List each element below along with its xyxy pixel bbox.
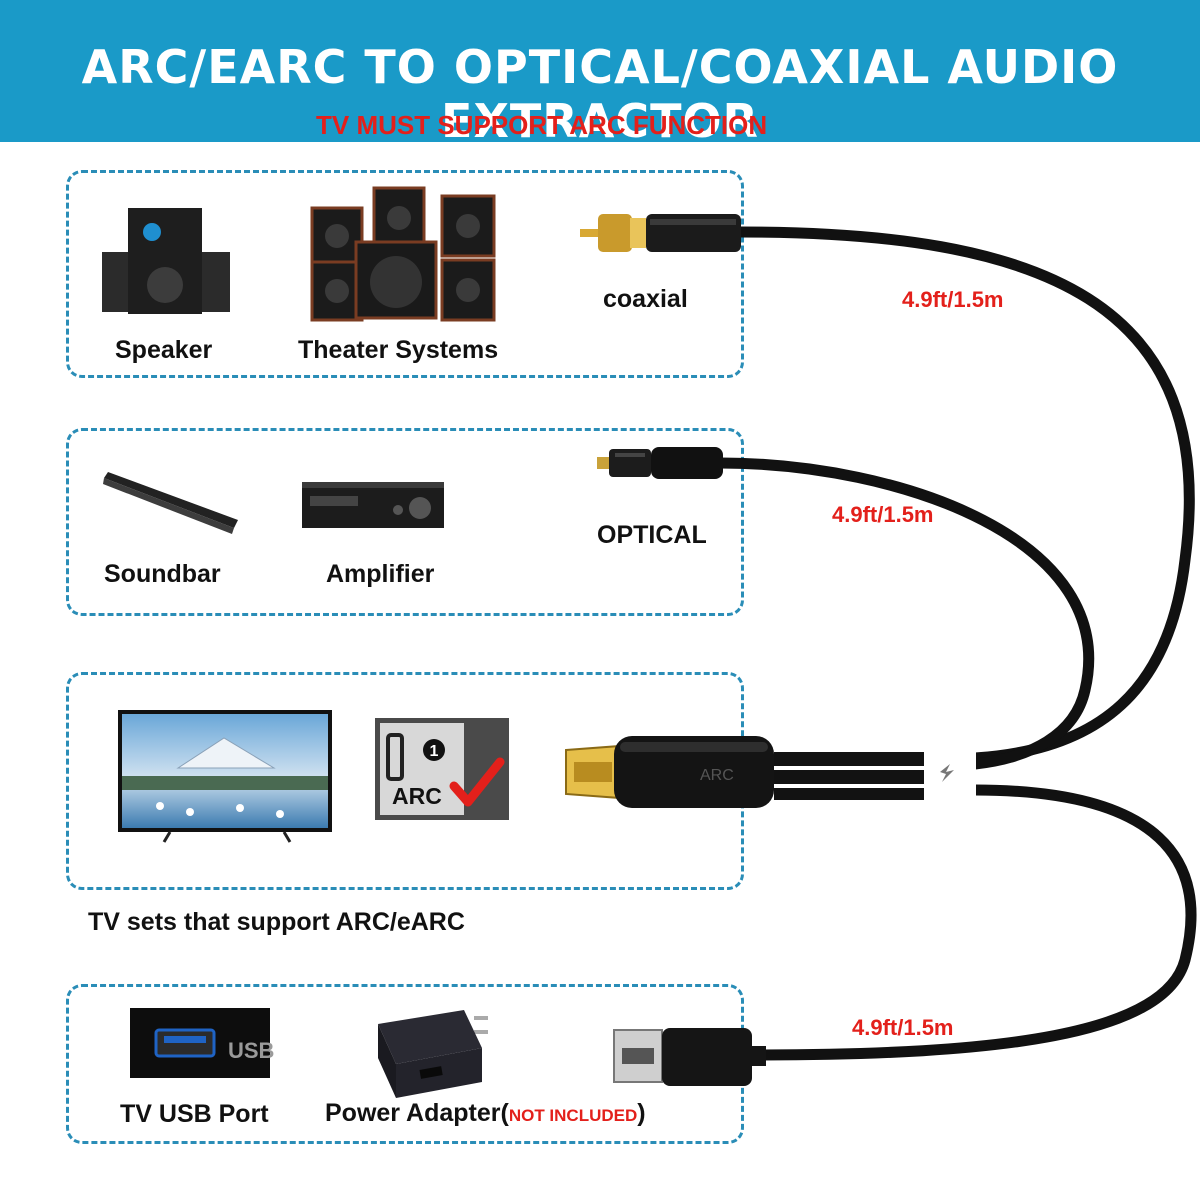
not-included-note: NOT INCLUDED: [508, 1106, 638, 1125]
optical-cable-length: 4.9ft/1.5m: [832, 502, 934, 527]
power-adapter-icon: [378, 1010, 488, 1098]
amplifier-icon: [302, 482, 444, 528]
hdmi-plug-label: ARC: [700, 767, 734, 784]
header-banner: [0, 0, 1200, 142]
power-adapter-text: Power Adapter(: [325, 1099, 509, 1127]
power-adapter-close: ): [637, 1099, 646, 1127]
coaxial-label: coaxial: [603, 285, 688, 313]
arc-port-badge-icon: 1 ARC: [375, 718, 509, 820]
tv-usb-port-icon: USB: [130, 1008, 274, 1078]
lightning-icon: [940, 764, 954, 782]
speaker-icon: [102, 208, 230, 314]
power-adapter-label: Power Adapter(NOT INCLUDED): [325, 1099, 646, 1128]
soundbar-icon: [103, 472, 238, 534]
optical-label: OPTICAL: [597, 521, 707, 549]
usb-cable-length: 4.9ft/1.5m: [852, 1015, 954, 1040]
hdmi-plug-icon: ARC: [565, 736, 976, 808]
theater-system-icon: [310, 186, 496, 322]
tv-usb-port-label: TV USB Port: [120, 1100, 269, 1128]
checkmark-icon: [449, 757, 505, 807]
arc-port-number: 1: [430, 743, 439, 760]
tv-icon: [118, 710, 332, 843]
theater-systems-label: Theater Systems: [298, 336, 499, 364]
panel-optical-devices: [66, 428, 744, 616]
cables: [714, 226, 1197, 1061]
usb-cable: [749, 784, 1197, 1061]
coaxial-cable-length: 4.9ft/1.5m: [902, 287, 1004, 312]
page-subtitle: TV MUST SUPPORT ARC FUNCTION: [316, 110, 768, 140]
arc-port-label: ARC: [392, 783, 442, 809]
amplifier-label: Amplifier: [326, 560, 435, 588]
usb-plug-icon: [613, 1028, 766, 1086]
usb-port-text: USB: [228, 1038, 274, 1063]
panel-coaxial-devices: [66, 170, 744, 378]
optical-plug-icon: [597, 447, 723, 479]
coaxial-cable: [734, 226, 1195, 764]
page-title: ARC/EARC TO OPTICAL/COAXIAL AUDIO EXTRAC…: [81, 40, 1119, 148]
rca-plug-icon: [580, 214, 741, 252]
soundbar-label: Soundbar: [104, 560, 221, 588]
tv-caption: TV sets that support ARC/eARC: [88, 908, 465, 936]
speaker-label: Speaker: [115, 336, 213, 364]
optical-cable: [714, 457, 1095, 770]
